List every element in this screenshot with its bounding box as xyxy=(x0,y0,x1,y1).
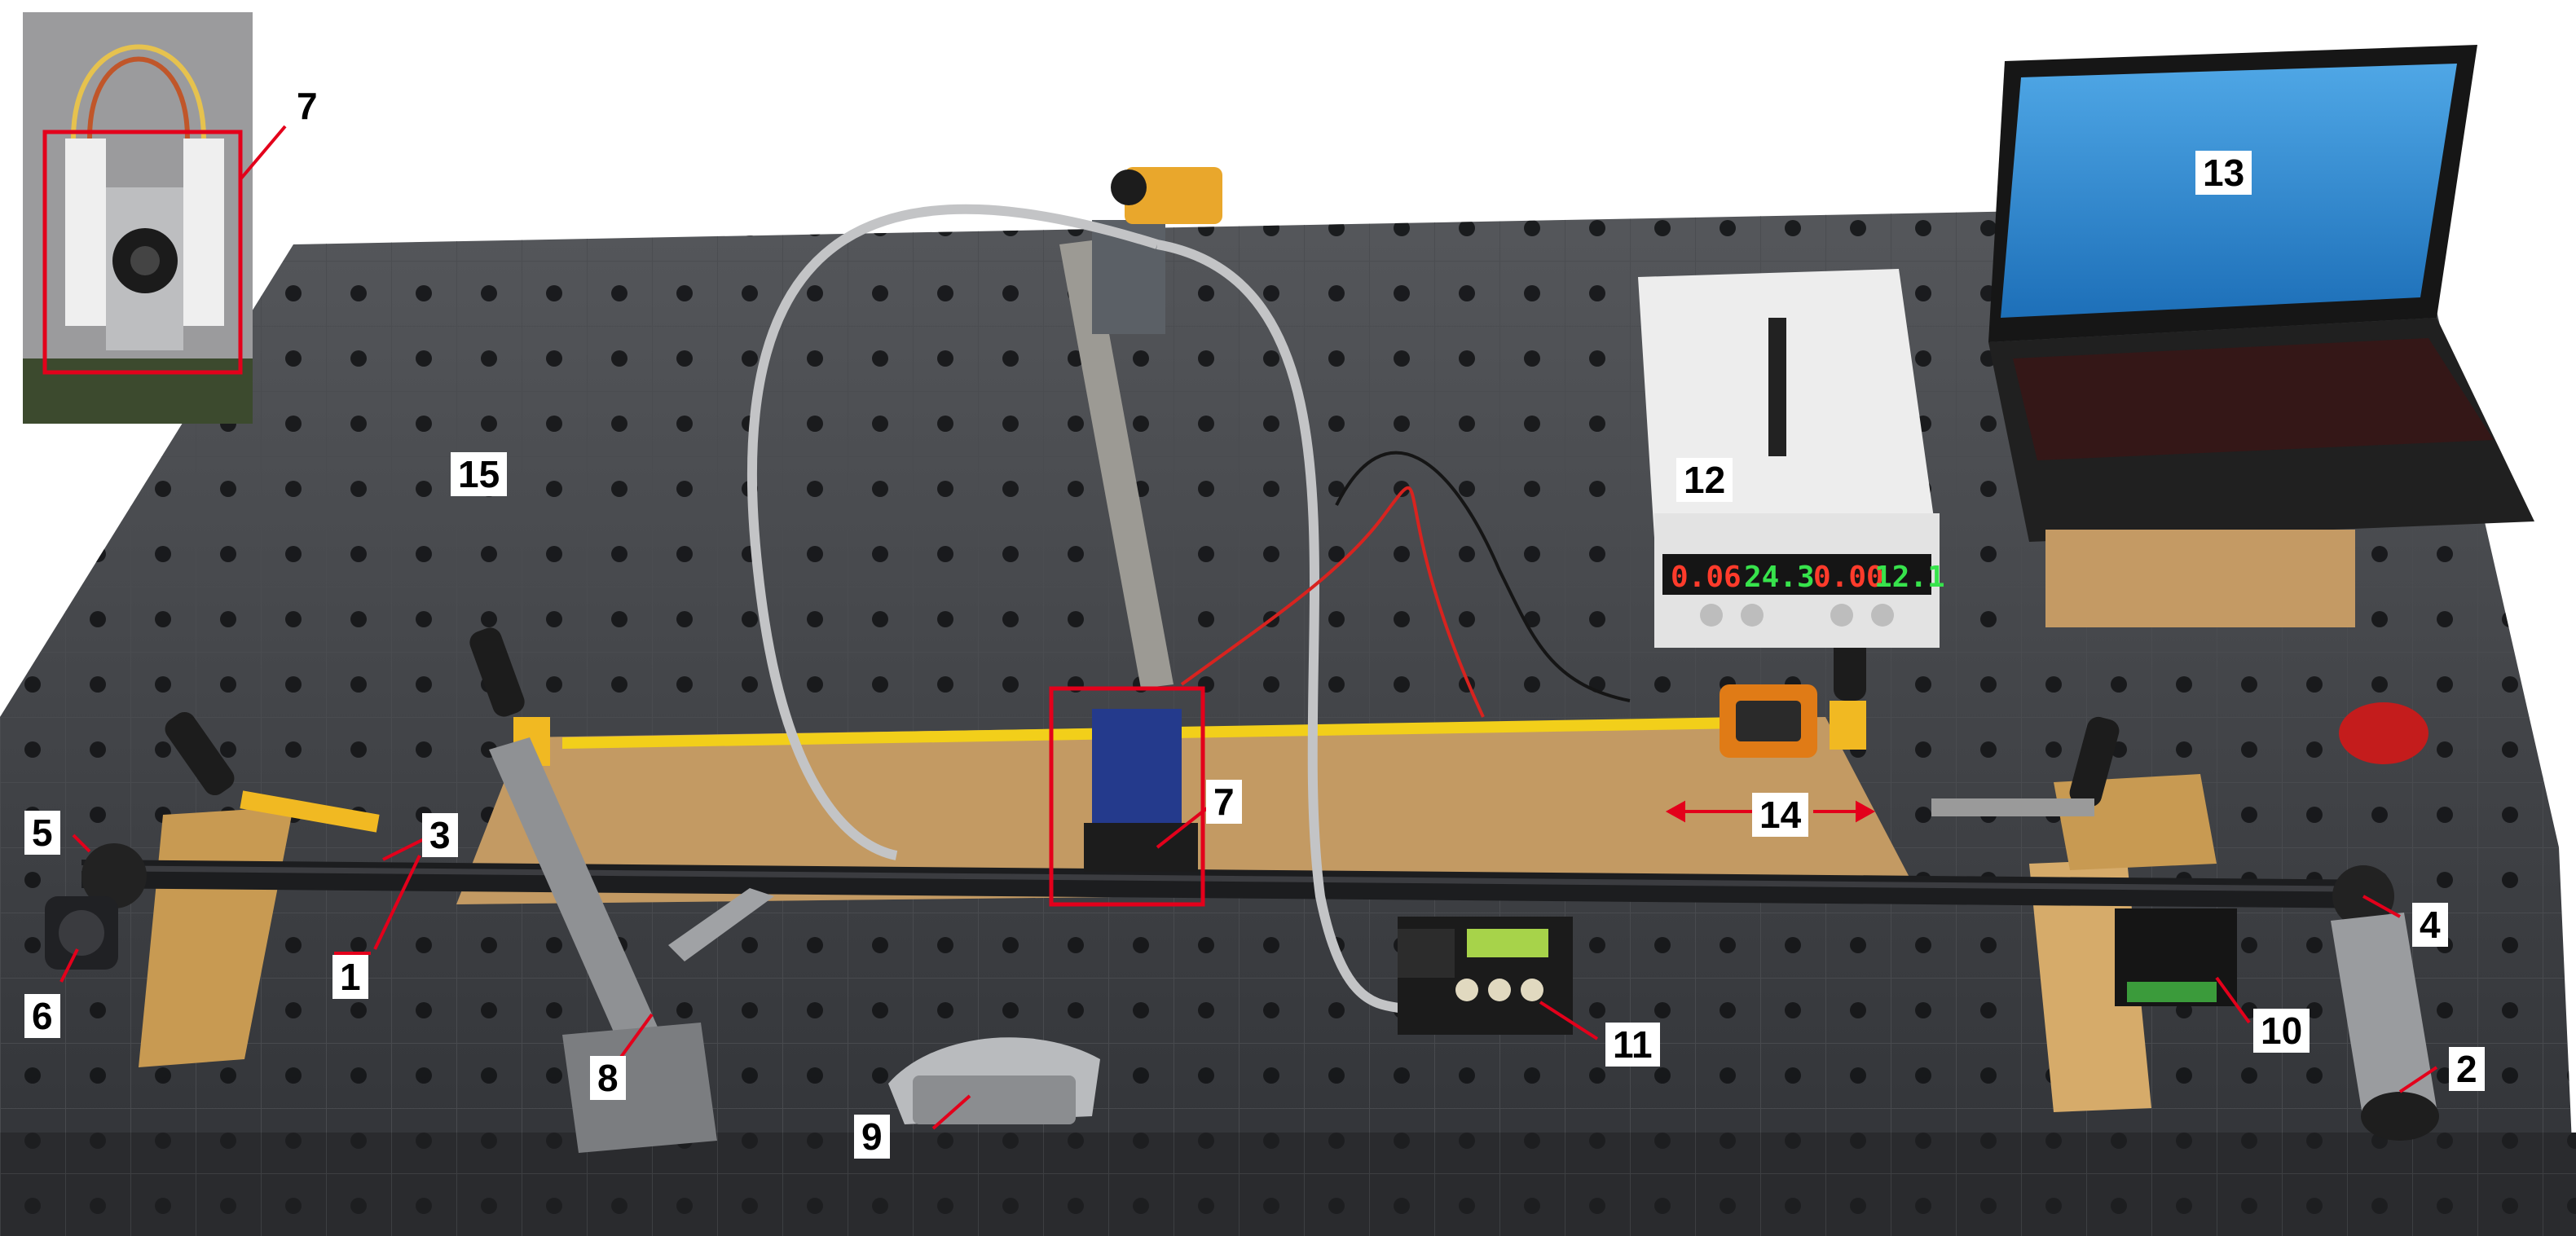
controller-box xyxy=(1398,917,1573,1035)
label-3: 3 xyxy=(422,813,458,857)
controller-lcd xyxy=(1467,929,1548,957)
label-2: 2 xyxy=(2449,1047,2485,1091)
stepper-motor xyxy=(2331,913,2439,1141)
laptop xyxy=(1988,45,2534,542)
linear-rail xyxy=(81,843,2394,927)
cardboard-box xyxy=(2045,530,2355,627)
label-12: 12 xyxy=(1676,458,1733,502)
red-wire xyxy=(1180,486,1485,718)
ps-display-1: 0.06 xyxy=(1671,561,1742,594)
stepper-driver xyxy=(2115,908,2237,1006)
inset-led-strip-left xyxy=(65,139,106,326)
label-7-inset: 7 xyxy=(297,85,318,127)
label-7-carriage: 7 xyxy=(1206,780,1242,824)
osb-board xyxy=(456,717,1915,904)
height-gauge xyxy=(489,737,774,1153)
camera-mount-pole xyxy=(1059,167,1222,688)
ps-display-3: 0.00 xyxy=(1813,561,1884,594)
ps-display-2: 24.3 xyxy=(1744,561,1815,594)
inset-highlight-box xyxy=(42,130,243,375)
camera-carriage xyxy=(1049,686,1205,907)
idler-pulley xyxy=(81,843,147,908)
label-10: 10 xyxy=(2253,1009,2310,1053)
power-supply-display-panel xyxy=(1662,554,1931,595)
callout-lines xyxy=(59,125,2438,1130)
computer-mouse xyxy=(2339,702,2428,764)
power-supply-handle xyxy=(1768,318,1786,456)
label-8: 8 xyxy=(590,1056,626,1100)
ps-display-4: 12.1 xyxy=(1874,561,1945,594)
label-4: 4 xyxy=(2412,903,2448,947)
black-wire xyxy=(1335,451,1631,702)
camera-highlight-box xyxy=(1049,686,1205,907)
label-15: 15 xyxy=(451,452,508,496)
inset-photo xyxy=(23,12,253,424)
encoder xyxy=(45,896,118,970)
label-5: 5 xyxy=(24,811,60,855)
welding-table xyxy=(0,204,2576,1236)
label-11: 11 xyxy=(1605,1023,1660,1067)
inset-led-strip-right xyxy=(183,139,224,326)
label-9: 9 xyxy=(854,1115,890,1159)
grey-cable xyxy=(746,204,1411,1015)
label-14: 14 xyxy=(1752,793,1809,837)
label-6: 6 xyxy=(24,994,60,1038)
dimension-arrow xyxy=(1665,800,1876,823)
label-1: 1 xyxy=(332,955,368,999)
label-13: 13 xyxy=(2195,151,2252,195)
